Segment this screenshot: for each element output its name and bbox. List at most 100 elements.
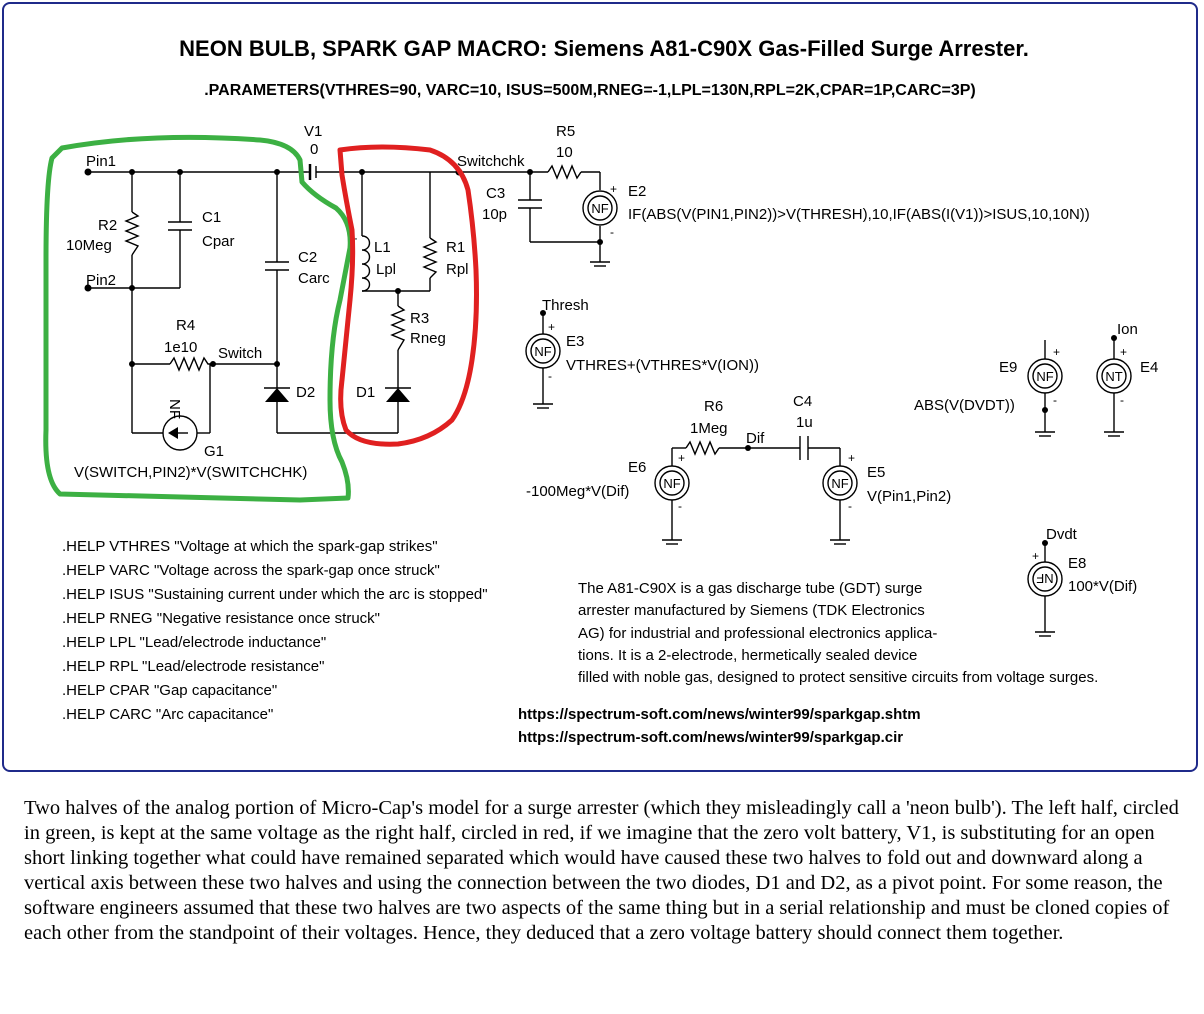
d1-diode — [385, 387, 411, 402]
e2-source — [582, 190, 618, 226]
e2-name: E2 — [628, 183, 646, 200]
ground-e5 — [830, 539, 850, 545]
schematic-diagram: NEON BULB, SPARK GAP MACRO: Siemens A81-… — [43, 36, 1158, 746]
l1-value: Lpl — [376, 261, 396, 278]
e3-plus: + — [548, 320, 555, 334]
dif-label: Dif — [746, 430, 765, 447]
c3-name: C3 — [486, 185, 505, 202]
c2-capacitor — [265, 261, 289, 274]
e5-minus: - — [848, 499, 852, 513]
ground-e9 — [1035, 431, 1055, 437]
c2-name: C2 — [298, 249, 317, 266]
r6-name: R6 — [704, 398, 723, 415]
r5-name: R5 — [556, 123, 575, 140]
e5-expr: V(Pin1,Pin2) — [867, 488, 951, 505]
r4-resistor — [169, 356, 210, 372]
e9-minus: - — [1053, 393, 1057, 407]
e8-plus: + — [1032, 549, 1039, 563]
e6-expr: -100Meg*V(Dif) — [526, 483, 629, 500]
r3-name: R3 — [410, 310, 429, 327]
v1-name: V1 — [304, 123, 322, 140]
link-sparkgap-cir[interactable]: https://spectrum-soft.com/news/winter99/… — [518, 729, 903, 746]
e6-minus: - — [678, 499, 682, 513]
r1-name: R1 — [446, 239, 465, 256]
description-line: arrester manufactured by Siemens (TDK El… — [578, 602, 925, 619]
d1-name: D1 — [356, 384, 375, 401]
e6-plus: + — [678, 451, 685, 465]
caption-text: Two halves of the analog portion of Micr… — [24, 797, 1179, 944]
r6-resistor — [685, 440, 720, 456]
c1-name: C1 — [202, 209, 221, 226]
description-line: AG) for industrial and professional elec… — [578, 625, 937, 642]
e8-nf: NF — [1036, 571, 1053, 586]
c3-value: 10p — [482, 206, 507, 223]
e8-name: E8 — [1068, 555, 1086, 572]
red-outline — [337, 144, 479, 447]
e5-plus: + — [848, 451, 855, 465]
r4-name: R4 — [176, 317, 195, 334]
left-half-wiring — [88, 171, 398, 434]
ground-e3 — [533, 403, 553, 409]
e6-nf: NF — [663, 476, 680, 491]
ground-e8 — [1035, 631, 1055, 637]
switchchk-label: Switchchk — [457, 153, 525, 170]
e8-expr: 100*V(Dif) — [1068, 578, 1137, 595]
g1-nf-symbol: NF — [166, 399, 183, 419]
r5-resistor — [547, 164, 582, 180]
r1-resistor — [422, 237, 438, 279]
help-line: .HELP CPAR "Gap capacitance" — [62, 682, 277, 699]
e3-name: E3 — [566, 333, 584, 350]
ground-e4 — [1104, 431, 1124, 437]
e4-nt: NT — [1105, 369, 1122, 384]
c1-value: Cpar — [202, 233, 235, 250]
d2-name: D2 — [296, 384, 315, 401]
switch-label: Switch — [218, 345, 262, 362]
c2-value: Carc — [298, 270, 330, 287]
v1-value: 0 — [310, 141, 318, 158]
l1-name: L1 — [374, 239, 391, 256]
e3-expr: VTHRES+(VTHRES*V(ION)) — [566, 357, 759, 374]
help-line: .HELP LPL "Lead/electrode inductance" — [62, 634, 326, 651]
r5-value: 10 — [556, 144, 573, 161]
e9-nf: NF — [1036, 369, 1053, 384]
r1-value: Rpl — [446, 261, 469, 278]
pin1-label: Pin1 — [86, 153, 116, 170]
e6-name: E6 — [628, 459, 646, 476]
e4-minus: - — [1120, 393, 1124, 407]
g1-current-source — [162, 415, 198, 451]
help-line: .HELP VARC "Voltage across the spark-gap… — [62, 562, 440, 579]
help-line: .HELP CARC "Arc capacitance" — [62, 706, 273, 723]
r3-resistor — [390, 305, 406, 351]
ground-e6 — [662, 539, 682, 545]
e2-expr: IF(ABS(V(PIN1,PIN2))>V(THRESH),10,IF(ABS… — [628, 206, 1090, 223]
parameters-line: .PARAMETERS(VTHRES=90, VARC=10, ISUS=500… — [204, 82, 976, 99]
e9-expr: ABS(V(DVDT)) — [914, 397, 1015, 414]
g1-name: G1 — [204, 443, 224, 460]
schematic-frame — [2, 2, 1198, 772]
g1-expr: V(SWITCH,PIN2)*V(SWITCHCHK) — [74, 464, 307, 481]
ground-e2 — [590, 261, 610, 267]
r3-value: Rneg — [410, 330, 446, 347]
right-half-wiring — [340, 171, 530, 433]
e4-name: E4 — [1140, 359, 1158, 376]
e5-name: E5 — [867, 464, 885, 481]
help-line: .HELP VTHRES "Voltage at which the spark… — [62, 538, 438, 555]
description-line: filled with noble gas, designed to prote… — [578, 669, 1098, 686]
e3-nf: NF — [534, 344, 551, 359]
schematic-title: NEON BULB, SPARK GAP MACRO: Siemens A81-… — [179, 36, 1029, 61]
r2-resistor — [124, 211, 140, 256]
description-block: The A81-C90X is a gas discharge tube (GD… — [578, 580, 1098, 686]
r2-value: 10Meg — [66, 237, 112, 254]
link-sparkgap-shtm[interactable]: https://spectrum-soft.com/news/winter99/… — [518, 706, 921, 723]
c1-capacitor — [168, 221, 192, 236]
dvdt-label: Dvdt — [1046, 526, 1078, 543]
e5-nf: NF — [831, 476, 848, 491]
e2-plus: + — [610, 182, 617, 196]
ion-label: Ion — [1117, 321, 1138, 338]
e9-plus: + — [1053, 345, 1060, 359]
help-block: .HELP VTHRES "Voltage at which the spark… — [62, 538, 488, 723]
r2-name: R2 — [98, 217, 117, 234]
e2-nf: NF — [591, 201, 608, 216]
r4-value: 1e10 — [164, 339, 197, 356]
c4-name: C4 — [793, 393, 812, 410]
